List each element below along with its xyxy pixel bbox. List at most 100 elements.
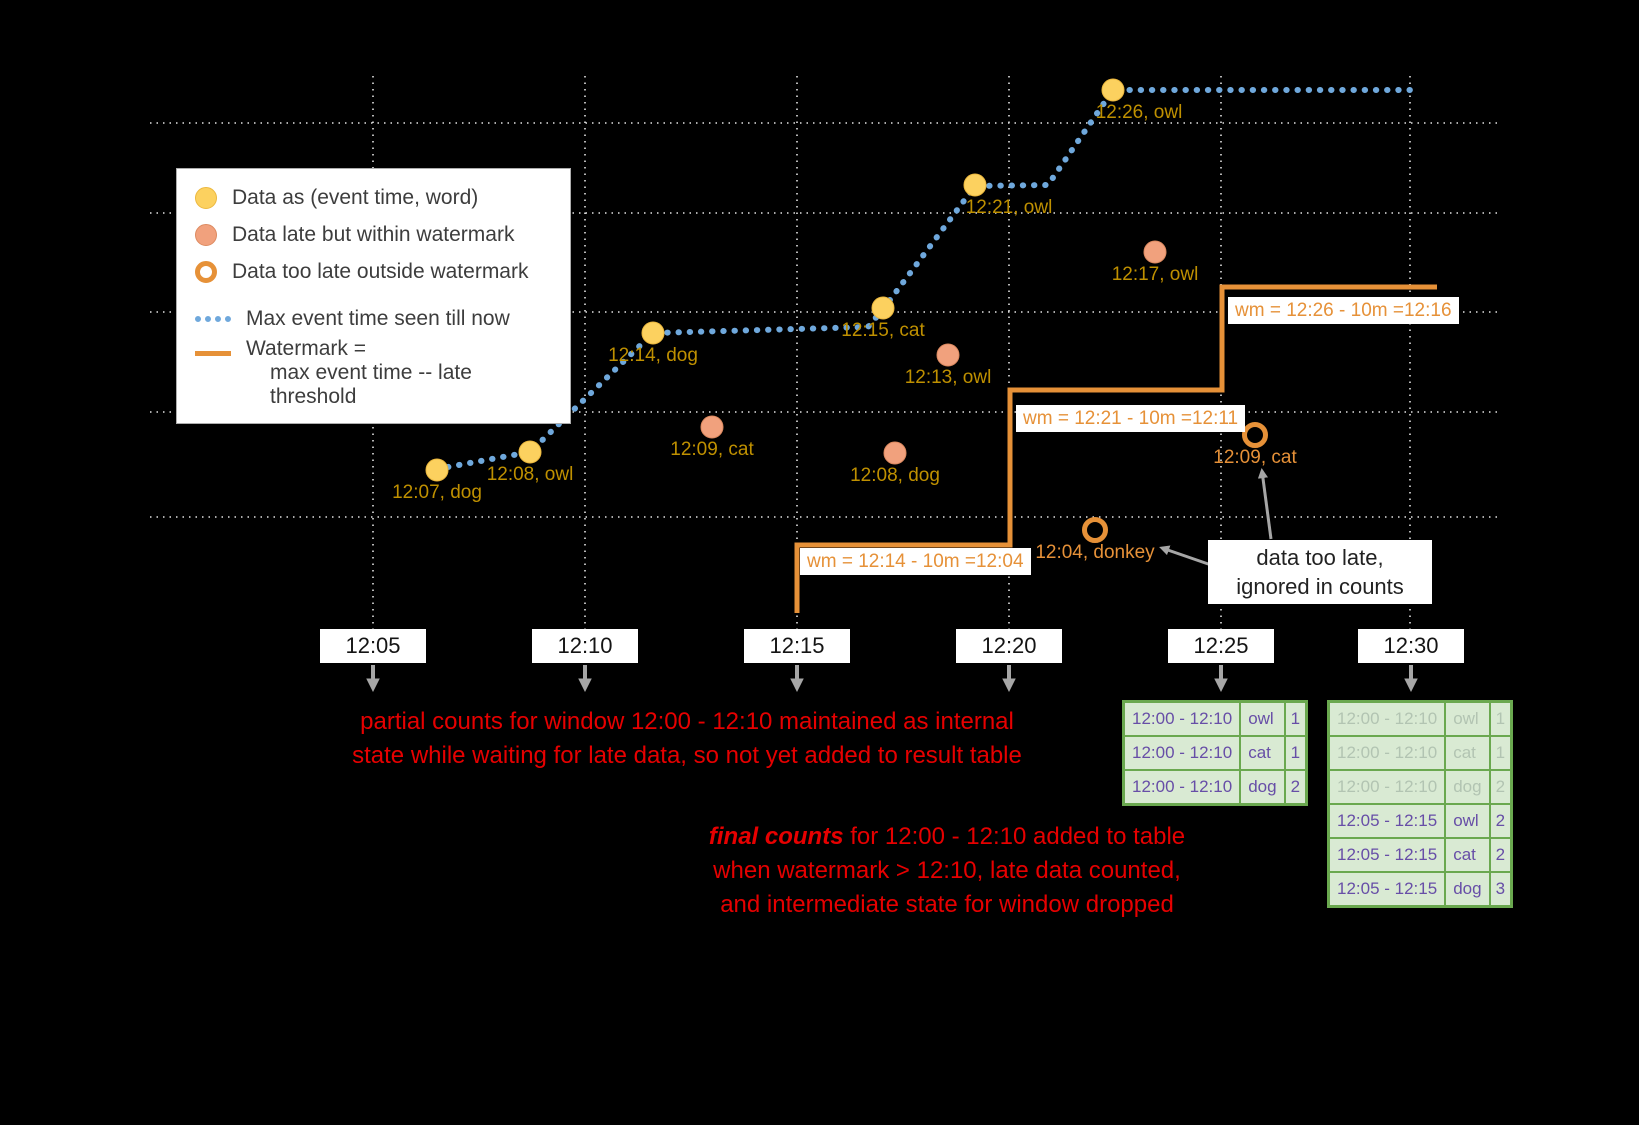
legend-item-on-time: Data as (event time, word)	[195, 179, 558, 216]
time-tick-12-20: 12:20	[956, 629, 1062, 663]
too-late-note-line2: ignored in counts	[1236, 574, 1404, 599]
point-label: 12:08, owl	[486, 464, 574, 485]
point-label: 12:09, cat	[670, 439, 754, 460]
point-label: 12:21, owl	[965, 197, 1053, 218]
pointer-arrow-icon	[1257, 467, 1273, 540]
late-dot-icon	[700, 415, 724, 439]
partial-counts-line2: state while waiting for late data, so no…	[352, 742, 1022, 769]
word-cell: owl	[1444, 700, 1491, 737]
late-dot-icon	[1143, 240, 1167, 264]
point-label: 12:08, dog	[850, 465, 940, 486]
word-cell: cat	[1239, 735, 1286, 771]
watermark-label: wm = 12:26 - 10m =12:16	[1228, 297, 1459, 324]
result-table-12-30: 12:00 - 12:10 owl 1 12:00 - 12:10 cat 1 …	[1327, 700, 1514, 908]
watermark-step-line	[794, 284, 1437, 613]
partial-counts-note: partial counts for window 12:00 - 12:10 …	[352, 705, 1022, 773]
table-row-faded: 12:00 - 12:10 owl 1	[1327, 700, 1513, 737]
watermark-label: wm = 12:21 - 10m =12:11	[1016, 405, 1246, 432]
time-tick-12-10: 12:10	[532, 629, 638, 663]
window-cell: 12:05 - 12:15	[1327, 803, 1447, 839]
legend-item-too-late: Data too late outside watermark	[195, 253, 558, 290]
too-late-ring-icon	[1082, 517, 1108, 543]
window-cell: 12:00 - 12:10	[1327, 735, 1447, 771]
event-dot-icon	[1101, 78, 1125, 102]
late-dot-icon	[195, 223, 217, 246]
final-counts-line3: and intermediate state for window droppe…	[720, 891, 1174, 918]
too-late-ring-icon	[1242, 422, 1268, 448]
word-cell: owl	[1239, 700, 1286, 737]
table-row: 12:05 - 12:15 owl 2	[1327, 803, 1513, 839]
too-late-note-line1: data too late,	[1256, 545, 1384, 570]
word-cell: dog	[1444, 871, 1491, 908]
event-dot-icon	[871, 296, 895, 320]
point-label: 12:26, owl	[1095, 102, 1183, 123]
window-cell: 12:00 - 12:10	[1122, 735, 1242, 771]
event-dot-icon	[425, 458, 449, 482]
legend-label: Data too late outside watermark	[232, 259, 529, 283]
count-cell: 1	[1488, 700, 1513, 737]
event-dot-icon	[963, 173, 987, 197]
window-cell: 12:00 - 12:10	[1122, 769, 1242, 806]
solid-line-icon	[195, 351, 231, 356]
table-row: 12:05 - 12:15 cat 2	[1327, 837, 1513, 873]
table-row: 12:00 - 12:10 cat 1	[1122, 735, 1308, 771]
pointer-arrow-icon	[1159, 545, 1215, 568]
final-counts-rest: for 12:00 - 12:10 added to table	[843, 823, 1186, 850]
table-row: 12:00 - 12:10 owl 1	[1122, 700, 1308, 737]
on-time-dot-icon	[195, 186, 217, 209]
late-dot-icon	[936, 343, 960, 367]
final-counts-line1: final counts for 12:00 - 12:10 added to …	[709, 820, 1185, 854]
partial-counts-line1: partial counts for window 12:00 - 12:10 …	[360, 708, 1014, 735]
table-row-faded: 12:00 - 12:10 cat 1	[1327, 735, 1513, 771]
count-cell: 2	[1488, 803, 1513, 839]
point-label: 12:14, dog	[608, 345, 698, 366]
word-cell: dog	[1239, 769, 1286, 806]
window-cell: 12:05 - 12:15	[1327, 837, 1447, 873]
legend-label: Watermark = max event time -- late thres…	[246, 337, 558, 409]
count-cell: 2	[1488, 837, 1513, 873]
legend-item-late: Data late but within watermark	[195, 216, 558, 253]
table-row: 12:00 - 12:10 dog 2	[1122, 769, 1308, 806]
point-label: 12:13, owl	[904, 367, 992, 388]
table-row: 12:05 - 12:15 dog 3	[1327, 871, 1513, 908]
legend-label: Max event time seen till now	[246, 306, 510, 330]
event-dot-icon	[641, 321, 665, 345]
final-counts-line2: when watermark > 12:10, late data counte…	[713, 857, 1181, 884]
window-cell: 12:00 - 12:10	[1122, 700, 1242, 737]
tick-arrows	[366, 665, 1418, 693]
count-cell: 1	[1283, 735, 1308, 771]
max-event-time-line	[434, 87, 1421, 472]
window-cell: 12:05 - 12:15	[1327, 871, 1447, 908]
word-cell: dog	[1444, 769, 1491, 805]
word-cell: owl	[1444, 803, 1491, 839]
window-cell: 12:00 - 12:10	[1327, 700, 1447, 737]
legend-label: Data as (event time, word)	[232, 185, 479, 209]
legend: Data as (event time, word) Data late but…	[176, 168, 571, 424]
legend-item-max-event-time: Max event time seen till now	[195, 300, 558, 337]
dotted-line-icon	[195, 315, 231, 322]
event-dot-icon	[518, 440, 542, 464]
note-arrows	[1159, 467, 1273, 568]
point-label: 12:04, donkey	[1035, 542, 1155, 563]
window-cell: 12:00 - 12:10	[1327, 769, 1447, 805]
legend-label-line2: max event time -- late threshold	[270, 361, 472, 408]
point-label: 12:15, cat	[841, 320, 925, 341]
word-cell: cat	[1444, 735, 1491, 771]
count-cell: 1	[1283, 700, 1308, 737]
final-counts-note: final counts for 12:00 - 12:10 added to …	[709, 820, 1185, 922]
point-label: 12:09, cat	[1213, 447, 1297, 468]
time-tick-12-30: 12:30	[1358, 629, 1464, 663]
count-cell: 1	[1488, 735, 1513, 771]
count-cell: 2	[1283, 769, 1308, 806]
time-tick-12-05: 12:05	[320, 629, 426, 663]
legend-item-watermark: Watermark = max event time -- late thres…	[195, 337, 558, 409]
legend-label: Data late but within watermark	[232, 222, 515, 246]
late-dot-icon	[883, 441, 907, 465]
point-label: 12:07, dog	[392, 482, 482, 503]
final-counts-bold: final counts	[708, 823, 844, 850]
table-row-faded: 12:00 - 12:10 dog 2	[1327, 769, 1513, 805]
time-tick-12-15: 12:15	[744, 629, 850, 663]
legend-label-line1: Watermark =	[246, 337, 366, 360]
point-label: 12:17, owl	[1111, 264, 1199, 285]
